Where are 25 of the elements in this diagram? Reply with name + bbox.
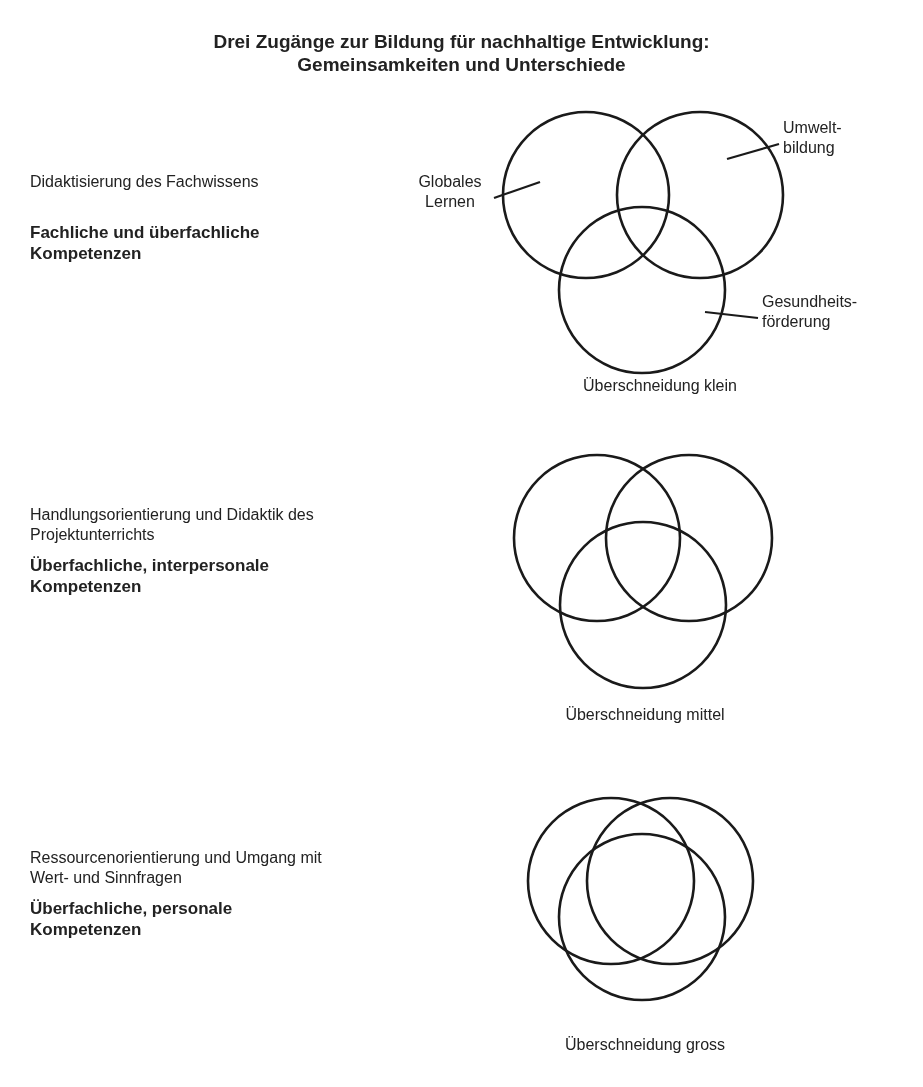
circle-label: Globales Lernen bbox=[410, 172, 490, 212]
circle-label: Gesundheits- förderung bbox=[762, 292, 872, 332]
circle-label: Umwelt- bildung bbox=[783, 118, 863, 158]
caption-text: Überschneidung klein bbox=[582, 376, 738, 396]
venn-circle bbox=[558, 520, 728, 690]
leader-line bbox=[726, 142, 780, 161]
heading-text: Überfachliche, personale Kompetenzen bbox=[30, 898, 234, 940]
heading-text: Überfachliche, interpersonale Kompetenzen bbox=[30, 555, 271, 597]
venn-circle bbox=[526, 796, 696, 966]
description-text: Ressourcenorientierung und Umgang mit Wert- und Sinnfragen bbox=[30, 848, 323, 888]
venn-circle bbox=[585, 796, 755, 966]
title: Drei Zugänge zur Bildung für nachhaltige Entwicklung: Gemeinsamkeiten und Unterschiede bbox=[212, 30, 711, 76]
caption-text: Überschneidung mittel bbox=[564, 705, 726, 725]
description-text: Handlungsorientierung und Didaktik des Projektunterrichts bbox=[30, 505, 315, 545]
description-text: Didaktisierung des Fachwissens bbox=[30, 172, 260, 192]
leader-line bbox=[493, 180, 541, 200]
venn-circle bbox=[604, 453, 774, 623]
venn-circle bbox=[615, 110, 785, 280]
venn-circle bbox=[557, 832, 727, 1002]
caption-text: Überschneidung gross bbox=[563, 1035, 727, 1055]
venn-circle bbox=[557, 205, 727, 375]
heading-text: Fachliche und überfachliche Kompetenzen bbox=[30, 222, 261, 264]
venn-circle bbox=[512, 453, 682, 623]
venn-circle bbox=[501, 110, 671, 280]
leader-line bbox=[704, 310, 759, 320]
